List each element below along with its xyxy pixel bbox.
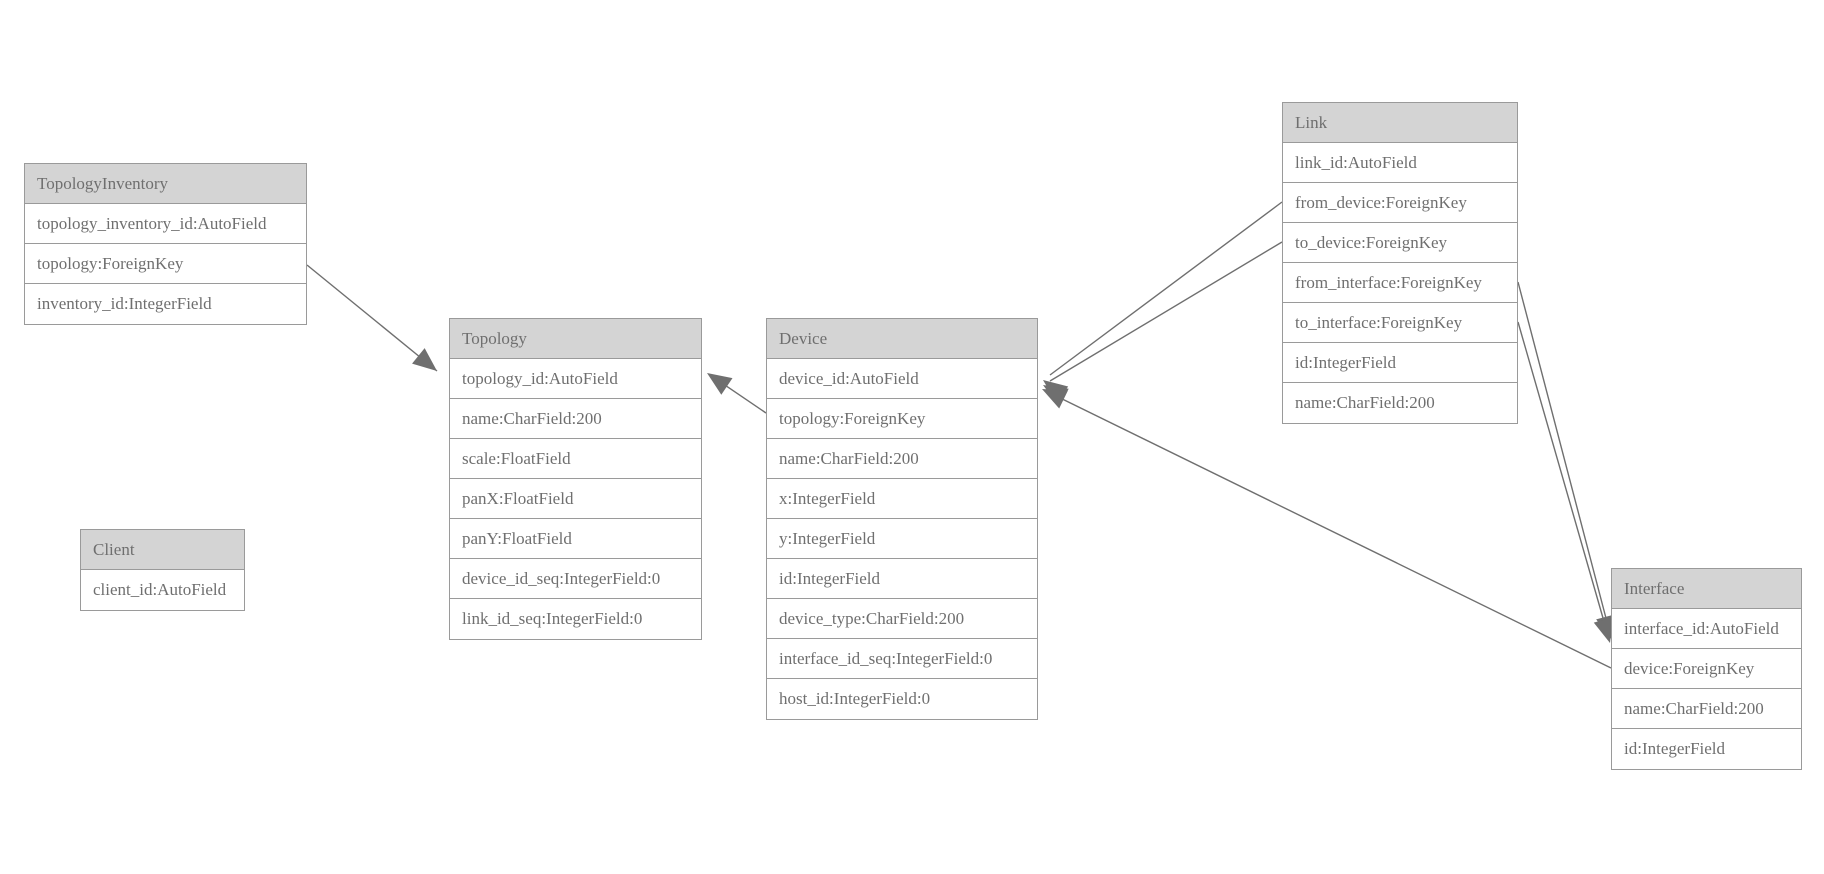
relationship-rel-device-topology[interactable] — [701, 365, 767, 414]
entity-field-row[interactable]: inventory_id:IntegerField — [25, 284, 306, 324]
entity-field-row[interactable]: topology:ForeignKey — [25, 244, 306, 284]
entity-field-row[interactable]: device_id:AutoField — [767, 359, 1037, 399]
entity-title-topologyinventory: TopologyInventory — [25, 164, 306, 204]
entity-field-row[interactable]: topology_id:AutoField — [450, 359, 701, 399]
entity-field-row[interactable]: client_id:AutoField — [81, 570, 244, 610]
relationship-rel-link-to-device[interactable] — [1038, 241, 1283, 406]
entity-field-row[interactable]: panX:FloatField — [450, 479, 701, 519]
entity-field-row[interactable]: host_id:IntegerField:0 — [767, 679, 1037, 719]
relationship-arrowhead — [1043, 380, 1069, 403]
entity-field-row[interactable]: id:IntegerField — [767, 559, 1037, 599]
relationship-line — [1049, 241, 1283, 382]
relationship-line — [1049, 201, 1283, 376]
entity-field-row[interactable]: name:CharField:200 — [767, 439, 1037, 479]
entity-field-row[interactable]: name:CharField:200 — [1612, 689, 1801, 729]
relationship-arrowhead — [1043, 385, 1069, 406]
entity-field-row[interactable]: to_device:ForeignKey — [1283, 223, 1517, 263]
relationship-arrowhead — [412, 348, 437, 371]
relationship-line — [1049, 392, 1612, 669]
entity-field-row[interactable]: device_id_seq:IntegerField:0 — [450, 559, 701, 599]
entity-title-topology: Topology — [450, 319, 701, 359]
relationship-rel-link-from-interface[interactable] — [1517, 281, 1622, 643]
entity-field-row[interactable]: link_id_seq:IntegerField:0 — [450, 599, 701, 639]
relationship-rel-topologyinventory-topology[interactable] — [306, 264, 443, 379]
entity-field-row[interactable]: link_id:AutoField — [1283, 143, 1517, 183]
entity-field-row[interactable]: name:CharField:200 — [450, 399, 701, 439]
relationship-line — [715, 378, 767, 414]
entity-field-row[interactable]: interface_id_seq:IntegerField:0 — [767, 639, 1037, 679]
relationship-line — [1517, 281, 1608, 623]
entity-field-row[interactable]: id:IntegerField — [1283, 343, 1517, 383]
entity-field-row[interactable]: interface_id:AutoField — [1612, 609, 1801, 649]
entity-field-row[interactable]: from_interface:ForeignKey — [1283, 263, 1517, 303]
entity-field-row[interactable]: from_device:ForeignKey — [1283, 183, 1517, 223]
entity-title-interface: Interface — [1612, 569, 1801, 609]
entity-field-row[interactable]: topology_inventory_id:AutoField — [25, 204, 306, 244]
entity-field-row[interactable]: id:IntegerField — [1612, 729, 1801, 769]
entity-field-row[interactable]: to_interface:ForeignKey — [1283, 303, 1517, 343]
entity-title-client: Client — [81, 530, 244, 570]
entity-field-row[interactable]: y:IntegerField — [767, 519, 1037, 559]
entity-field-row[interactable]: device:ForeignKey — [1612, 649, 1801, 689]
entity-field-row[interactable]: topology:ForeignKey — [767, 399, 1037, 439]
relationship-rel-link-from-device[interactable] — [1037, 201, 1283, 403]
entity-field-row[interactable]: panY:FloatField — [450, 519, 701, 559]
entity-title-device: Device — [767, 319, 1037, 359]
entity-field-row[interactable]: name:CharField:200 — [1283, 383, 1517, 423]
relationship-line — [306, 264, 438, 372]
entity-field-row[interactable]: device_type:CharField:200 — [767, 599, 1037, 639]
entity-field-row[interactable]: x:IntegerField — [767, 479, 1037, 519]
relationship-rel-link-to-interface[interactable] — [1517, 321, 1620, 646]
relationship-arrowhead — [1042, 389, 1068, 409]
entity-field-row[interactable]: scale:FloatField — [450, 439, 701, 479]
entity-title-link: Link — [1283, 103, 1517, 143]
relationship-line — [1517, 321, 1606, 626]
relationship-arrowhead — [707, 373, 733, 395]
